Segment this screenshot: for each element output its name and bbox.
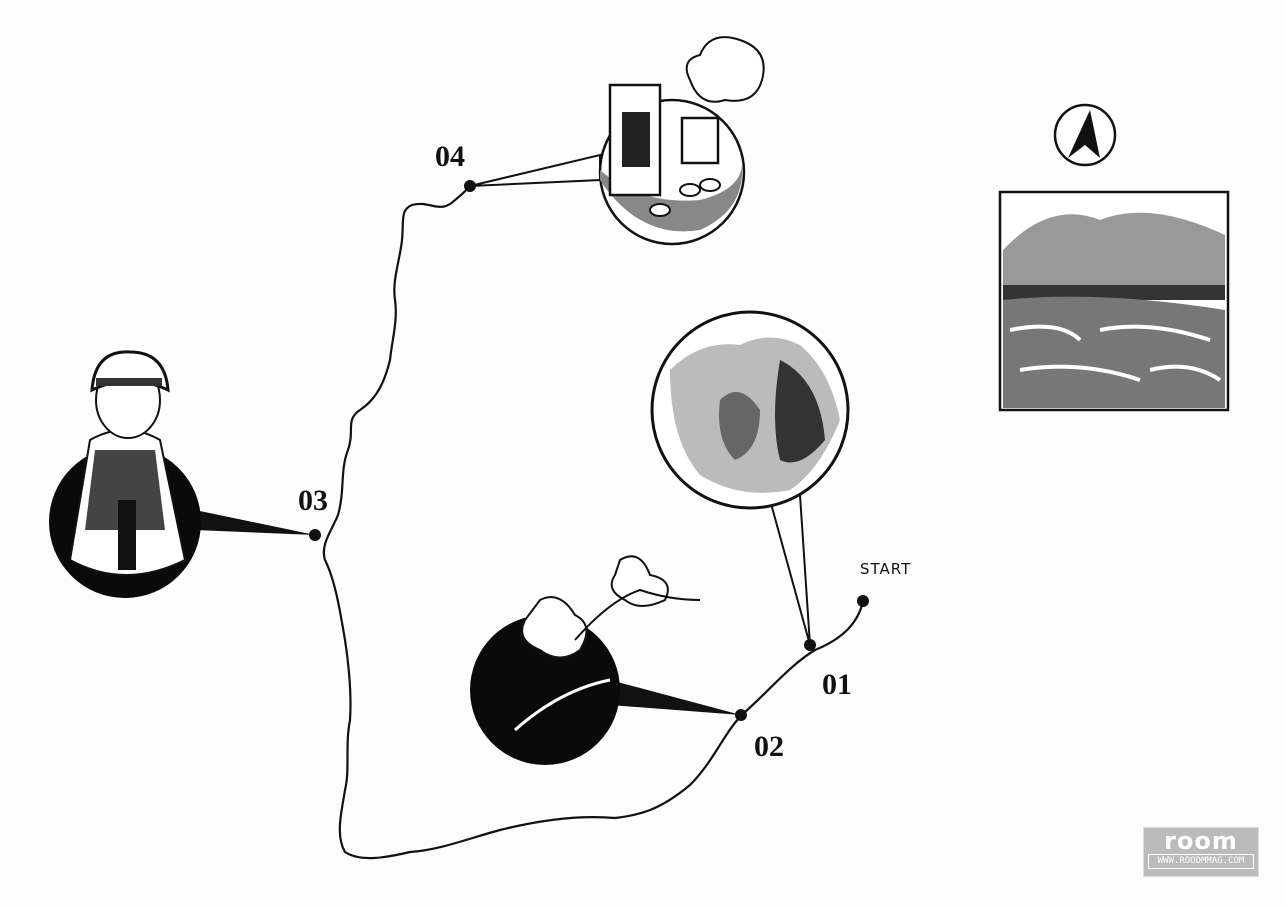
pointer-02 — [610, 680, 741, 715]
pointer-03 — [195, 510, 315, 535]
route-line — [322, 185, 865, 860]
stop-number-02: 02 — [754, 730, 784, 763]
terraced-landscape-icon — [998, 190, 1230, 412]
logo-name: room — [1164, 827, 1238, 855]
logo-url: WWW.ROODMMAG.COM — [1148, 854, 1254, 869]
coffee-icon — [598, 36, 765, 246]
pointer-01 — [768, 493, 811, 646]
stop-number-04: 04 — [435, 140, 465, 173]
stop-dot-01[interactable] — [804, 639, 816, 651]
north-arrow-icon[interactable] — [1053, 103, 1117, 167]
hilltribe-woman-icon — [49, 350, 201, 598]
start-label: START — [860, 560, 912, 578]
start-dot[interactable] — [857, 595, 869, 607]
stop-dot-02[interactable] — [735, 709, 747, 721]
stop-number-03: 03 — [298, 484, 328, 517]
pointer-04 — [469, 153, 601, 187]
mountain-forest-icon — [650, 310, 850, 510]
stop-number-01: 01 — [822, 668, 852, 701]
flower-branch-icon — [470, 555, 701, 765]
stop-dot-04[interactable] — [464, 180, 476, 192]
room-logo: room WWW.ROODMMAG.COM — [1143, 827, 1259, 877]
stop-dot-03[interactable] — [309, 529, 321, 541]
